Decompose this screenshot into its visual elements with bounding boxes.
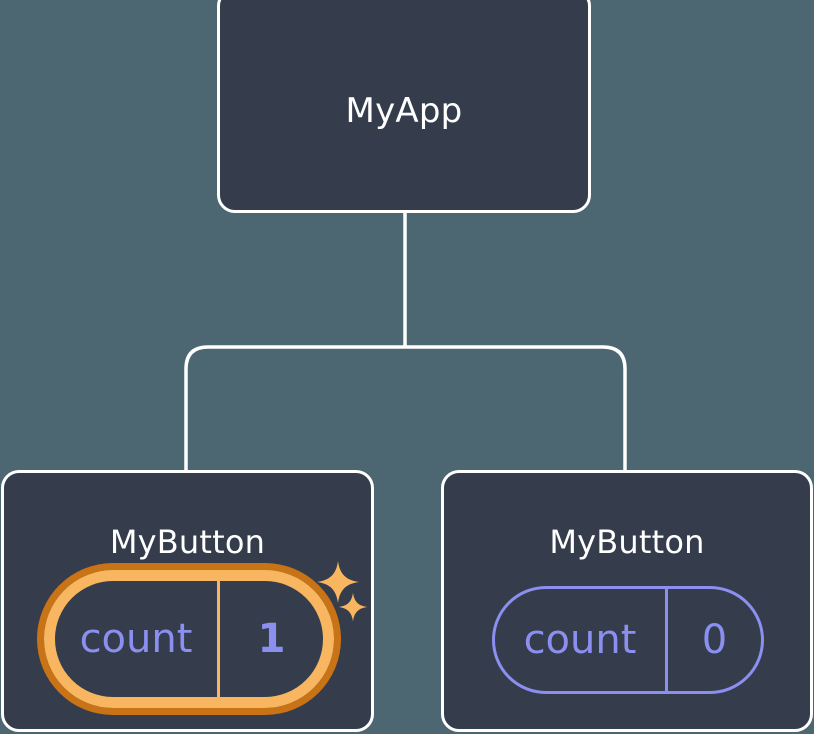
state-pill-right-wrapper: count 0 [492,586,764,694]
state-pill-left-value: 1 [217,581,323,697]
node-myapp-label: MyApp [345,91,463,131]
state-pill-left-wrapper: count 1 [44,570,334,708]
node-mybutton-left-label: MyButton [109,523,266,561]
state-pill-left-key: count [79,616,193,662]
node-mybutton-right-label: MyButton [549,523,705,561]
state-pill-right-key: count [523,617,637,663]
state-pill-right-value: 0 [665,589,761,691]
connector-branch-bus [184,345,627,470]
node-myapp[interactable]: MyApp [217,0,591,213]
state-pill-left[interactable]: count 1 [44,570,334,708]
state-pill-right[interactable]: count 0 [492,586,764,694]
